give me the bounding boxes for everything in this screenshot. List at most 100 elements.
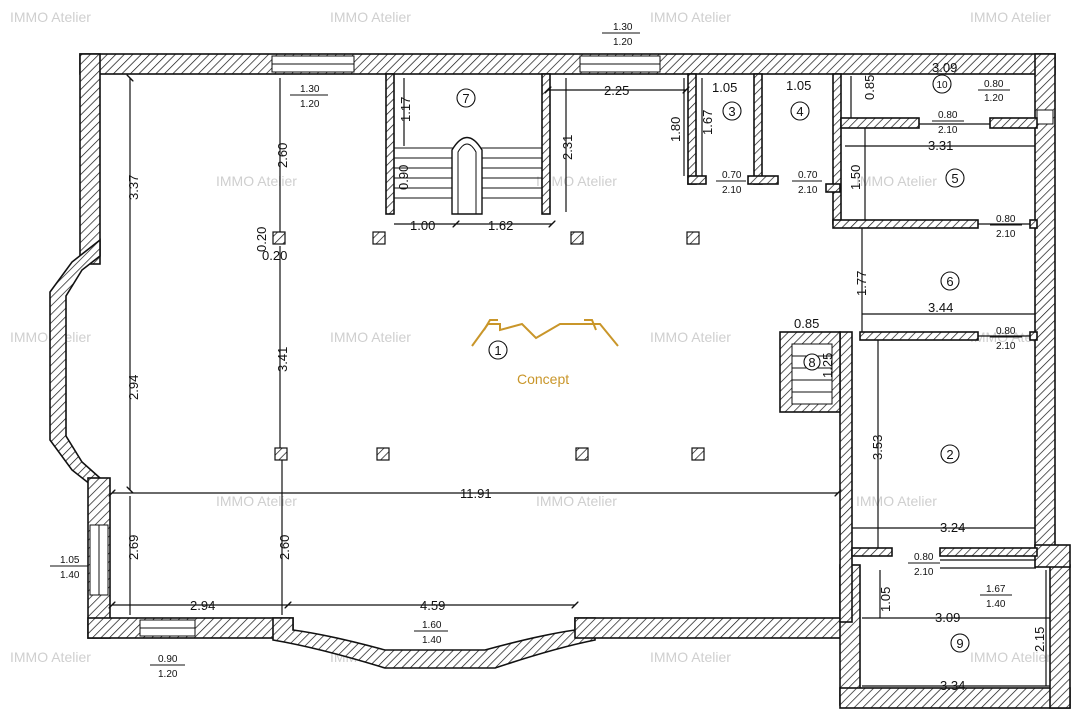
wall-5-bottom: [832, 219, 979, 229]
column: [686, 231, 700, 245]
dim-label: 3.41: [275, 347, 290, 372]
dimension-labels: 11.91 4.59 2.94 2.94 3.37 2.69 2.60 2.60…: [126, 60, 1047, 693]
opening-den: 1.20: [158, 669, 178, 680]
wall-5-stub: [1029, 219, 1038, 229]
wall-3-4: [753, 73, 763, 185]
wall-top: [79, 53, 1056, 75]
opening-den: 1.40: [422, 635, 442, 646]
room-9-label: 9: [950, 633, 970, 653]
opening-den: 1.20: [984, 93, 1004, 104]
column: [376, 447, 390, 461]
dimension-lines: [112, 76, 1050, 687]
opening-num: 0.80: [984, 79, 1004, 90]
dim-label: 3.53: [870, 435, 885, 460]
staircase: [394, 136, 542, 215]
dim-label: 1.62: [488, 218, 513, 233]
brand-logo: Concept: [471, 319, 619, 387]
room-number: 10: [936, 80, 948, 91]
wall-2-left: [839, 331, 853, 623]
watermark: IMMO Atelier: [330, 329, 411, 345]
dim-label: 1.05: [712, 80, 737, 95]
room-8-label: 8: [803, 353, 821, 371]
dim-label: 0.20: [262, 248, 287, 263]
column: [372, 231, 386, 245]
room-4-label: 4: [790, 101, 810, 121]
dim-label: 3.34: [940, 678, 965, 693]
doors: [919, 123, 1036, 569]
dim-label: 1.77: [854, 271, 869, 296]
dim-label: 1.50: [848, 165, 863, 190]
wall-2-bottom-r: [939, 547, 1038, 557]
door-4: 0.70 2.10: [792, 170, 822, 196]
watermark: IMMO Atelier: [216, 493, 297, 509]
wall-left-bay: [49, 238, 101, 494]
opening-labels: 1.30 1.20 1.30 1.20 1.05 1.40 0.90 1.20 …: [50, 22, 1022, 680]
room-5-label: 5: [945, 168, 965, 188]
watermark: IMMO Atelier: [856, 493, 937, 509]
dim-label: 1.67: [700, 110, 715, 135]
dim-label: 1.05: [786, 78, 811, 93]
dim-label: 0.85: [862, 75, 877, 100]
wall-room9-top: [1034, 544, 1071, 568]
dim-label: 2.31: [560, 135, 575, 160]
room-number: 3: [728, 104, 735, 119]
door-10: 0.80 2.10: [932, 110, 964, 136]
opening-num: 0.70: [722, 170, 742, 181]
watermark: IMMO Atelier: [856, 173, 937, 189]
wall-3-stub: [687, 175, 707, 185]
interior-walls: [385, 73, 1038, 623]
opening-den: 2.10: [722, 185, 742, 196]
room-number: 6: [946, 274, 953, 289]
wall-10-bottom-r: [989, 117, 1038, 129]
room-1-label: 1: [488, 340, 508, 360]
opening-den: 2.10: [996, 229, 1016, 240]
wall-bottom-mid: [574, 617, 851, 639]
watermark: IMMO Atelier: [970, 649, 1051, 665]
opening-den: 1.20: [300, 99, 320, 110]
room-labels: 1 2 3 4 5 6 7 8: [456, 74, 970, 653]
windows: [89, 55, 1054, 637]
door-5: 0.80 2.10: [990, 214, 1022, 240]
window-10: 0.80 1.20: [978, 79, 1010, 104]
opening-den: 1.20: [613, 37, 633, 48]
opening-den: 2.10: [798, 185, 818, 196]
watermark: IMMO Atelier: [536, 173, 617, 189]
wall-7-left: [385, 73, 395, 215]
dim-label: 2.15: [1032, 627, 1047, 652]
columns: [272, 231, 705, 461]
wall-6-bottom: [859, 331, 979, 341]
opening-num: 0.80: [938, 110, 958, 121]
opening-num: 0.80: [996, 326, 1016, 337]
opening-num: 0.80: [996, 214, 1016, 225]
wall-3-left: [687, 73, 697, 185]
room-number: 2: [946, 447, 953, 462]
dim-label: 2.60: [275, 143, 290, 168]
dim-label: 3.24: [940, 520, 965, 535]
opening-num: 1.67: [986, 584, 1006, 595]
roof-logo-icon: [471, 322, 619, 347]
wall-10-bottom: [840, 117, 920, 129]
window-top: 1.30 1.20: [602, 22, 640, 48]
dim-label: 1.25: [820, 353, 835, 378]
dim-label: 2.60: [277, 535, 292, 560]
opening-num: 1.60: [422, 620, 442, 631]
door-3: 0.70 2.10: [716, 170, 746, 196]
dim-label: 0.90: [396, 165, 411, 190]
window-left: 1.05 1.40: [50, 555, 88, 581]
room-2-label: 2: [940, 444, 960, 464]
watermark: IMMO Atelier: [970, 9, 1051, 25]
wall-7-right: [541, 73, 551, 215]
opening-den: 1.40: [60, 570, 80, 581]
window-9: 1.67 1.40: [980, 584, 1012, 610]
watermark: IMMO Atelier: [216, 173, 297, 189]
dim-label: 3.09: [935, 610, 960, 625]
wall-2-bottom: [851, 547, 893, 557]
wall-right: [1034, 53, 1056, 555]
dim-label: 3.44: [928, 300, 953, 315]
room-10-label: 10: [932, 74, 952, 94]
room-3-label: 3: [722, 101, 742, 121]
room-number: 9: [956, 636, 963, 651]
opening-num: 1.05: [60, 555, 80, 566]
